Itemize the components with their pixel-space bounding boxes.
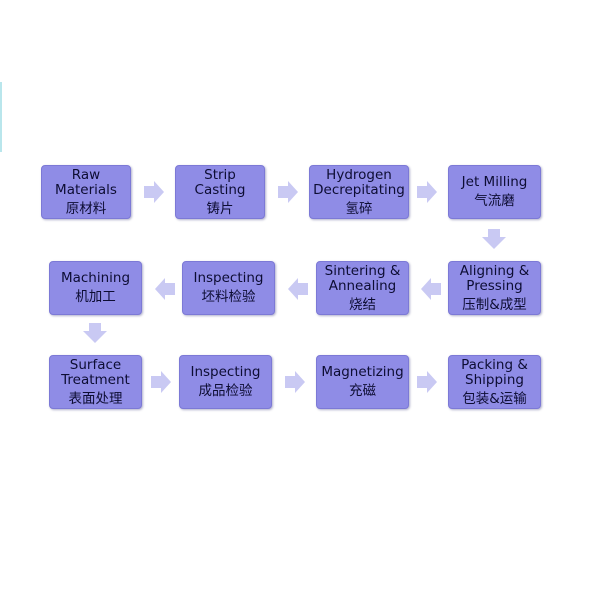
arrow-right-icon <box>144 181 164 203</box>
step-surface-treatment: Surface Treatment 表面处理 <box>49 355 142 409</box>
step-label-en: Strip Casting <box>194 166 246 198</box>
step-aligning-pressing: Aligning & Pressing 压制&成型 <box>448 261 541 315</box>
step-label-zh: 氢碎 <box>345 200 373 217</box>
step-label-zh: 压制&成型 <box>462 296 527 313</box>
step-label-en: Inspecting <box>193 270 264 286</box>
left-edge-mark <box>0 82 2 152</box>
arrow-right-icon <box>417 181 437 203</box>
arrow-right-icon <box>417 371 437 393</box>
step-packing-shipping: Packing & Shipping 包装&运输 <box>448 355 541 409</box>
step-inspecting-blank: Inspecting 坯料检验 <box>182 261 275 315</box>
arrow-right-icon <box>278 181 298 203</box>
step-jet-milling: Jet Milling 气流磨 <box>448 165 541 219</box>
step-label-zh: 铸片 <box>206 200 234 217</box>
step-label-en: Inspecting <box>190 364 261 380</box>
step-raw-materials: Raw Materials 原材料 <box>41 165 131 219</box>
step-label-zh: 成品检验 <box>198 383 253 399</box>
arrow-down-icon <box>83 323 107 343</box>
step-magnetizing: Magnetizing 充磁 <box>316 355 409 409</box>
step-label-zh: 坯料检验 <box>201 289 256 305</box>
step-label-en: Sintering & Annealing <box>324 262 401 294</box>
step-strip-casting: Strip Casting 铸片 <box>175 165 265 219</box>
step-label-zh: 包装&运输 <box>462 390 527 407</box>
step-label-zh: 充磁 <box>349 383 376 399</box>
step-machining: Machining 机加工 <box>49 261 142 315</box>
step-label-zh: 表面处理 <box>68 390 123 407</box>
step-inspecting-finished: Inspecting 成品检验 <box>179 355 272 409</box>
step-label-en: Packing & Shipping <box>461 356 528 388</box>
arrow-left-icon <box>288 278 308 300</box>
arrow-right-icon <box>285 371 305 393</box>
step-label-zh: 烧结 <box>349 296 376 313</box>
step-label-en: Jet Milling <box>461 174 528 190</box>
arrow-down-icon <box>482 229 506 249</box>
step-label-zh: 机加工 <box>75 289 116 305</box>
step-label-zh: 原材料 <box>65 200 107 217</box>
step-label-en: Aligning & Pressing <box>459 262 530 294</box>
step-hydrogen-decrepitating: Hydrogen Decrepitating 氢碎 <box>309 165 409 219</box>
step-label-en: Machining <box>60 270 131 286</box>
arrow-left-icon <box>155 278 175 300</box>
arrow-right-icon <box>151 371 171 393</box>
step-sintering-annealing: Sintering & Annealing 烧结 <box>316 261 409 315</box>
step-label-en: Raw Materials <box>55 166 117 198</box>
step-label-en: Magnetizing <box>321 364 404 380</box>
step-label-en: Hydrogen Decrepitating <box>313 166 405 198</box>
step-label-en: Surface Treatment <box>61 356 130 388</box>
step-label-zh: 气流磨 <box>474 193 515 209</box>
arrow-left-icon <box>421 278 441 300</box>
